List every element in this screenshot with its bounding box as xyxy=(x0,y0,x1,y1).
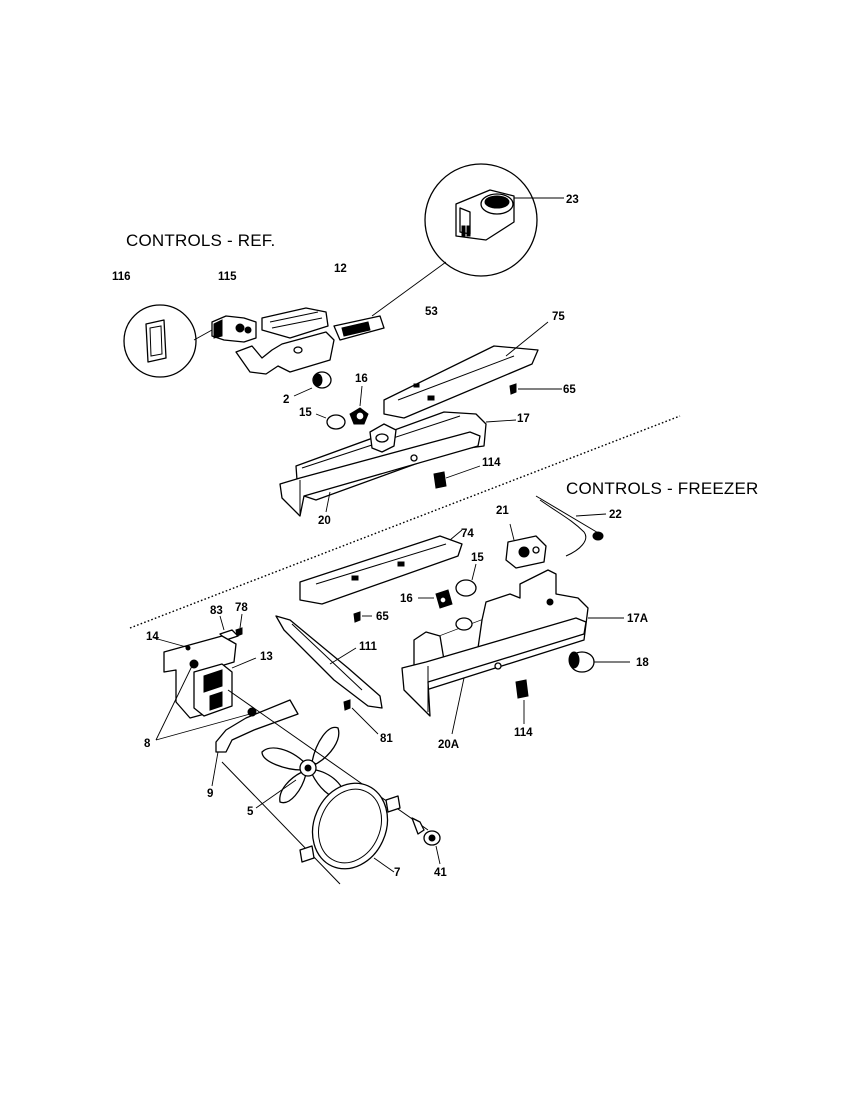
part-12-lower-bracket xyxy=(235,331,335,375)
callout-12: 12 xyxy=(334,263,347,275)
part-7-shroud xyxy=(299,782,401,873)
callout-9: 9 xyxy=(207,788,213,800)
part-15-bulb-ref xyxy=(315,413,346,430)
callout-7: 7 xyxy=(394,867,400,879)
part-23-detail xyxy=(371,163,564,317)
part-78-screw xyxy=(235,613,243,637)
part-15-bulb-freezer xyxy=(455,563,477,597)
part-53-switch xyxy=(333,315,385,341)
callout-13: 13 xyxy=(260,651,273,663)
callout-23: 23 xyxy=(566,194,579,206)
callout-114-ref: 114 xyxy=(482,457,501,469)
callout-17: 17 xyxy=(517,413,530,425)
callout-21: 21 xyxy=(496,505,509,517)
part-114-ref xyxy=(410,454,481,489)
callout-53: 53 xyxy=(425,306,438,318)
part-18-knob xyxy=(568,651,630,673)
callout-8: 8 xyxy=(144,738,151,750)
callout-14: 14 xyxy=(146,631,159,643)
callout-114-freezer: 114 xyxy=(514,727,533,739)
controls-ref-heading: CONTROLS - REF. xyxy=(126,231,275,250)
part-21-thermostat xyxy=(505,523,547,569)
callout-75: 75 xyxy=(552,311,565,323)
callout-labels: 116 115 12 53 23 75 65 16 2 15 17 114 20… xyxy=(112,194,649,879)
part-74-cover xyxy=(299,529,463,605)
part-12-housing xyxy=(261,307,329,339)
callout-65-ref: 65 xyxy=(563,384,576,396)
callout-5: 5 xyxy=(247,806,254,818)
callout-78: 78 xyxy=(235,602,248,614)
part-75-cover xyxy=(383,321,549,419)
callout-65-freezer: 65 xyxy=(376,611,389,623)
part-9-bracket xyxy=(211,699,299,787)
part-16-socket-freezer xyxy=(418,589,453,609)
part-22-capillary xyxy=(535,495,607,557)
callout-22: 22 xyxy=(609,509,622,521)
callout-41: 41 xyxy=(434,867,447,879)
callout-18: 18 xyxy=(636,657,649,669)
callout-16-freezer: 16 xyxy=(400,593,413,605)
part-116-detail xyxy=(123,304,213,378)
callout-116: 116 xyxy=(112,271,131,283)
callout-20: 20 xyxy=(318,515,331,527)
part-2-knob xyxy=(293,371,332,397)
section-divider xyxy=(129,415,681,629)
part-5-fan-blade xyxy=(255,726,344,809)
controls-freezer-heading: CONTROLS - FREEZER xyxy=(566,479,759,498)
part-13-motor xyxy=(193,657,257,717)
part-20a-lens xyxy=(401,617,587,735)
callout-74: 74 xyxy=(461,528,474,540)
screw-65-freezer xyxy=(353,611,372,623)
screw-65-ref xyxy=(509,383,562,395)
callout-111: 111 xyxy=(359,641,378,653)
callout-16-ref: 16 xyxy=(355,373,368,385)
callout-8-leaders xyxy=(155,665,251,741)
screw-81 xyxy=(343,699,379,735)
callout-15-ref: 15 xyxy=(299,407,312,419)
callout-81: 81 xyxy=(380,733,393,745)
part-20-lens xyxy=(279,431,481,517)
callout-20a: 20A xyxy=(438,739,459,751)
part-115-bracket xyxy=(211,315,257,343)
callout-83: 83 xyxy=(210,605,223,617)
callout-15-freezer: 15 xyxy=(471,552,484,564)
part-111-baffle xyxy=(275,615,383,709)
part-41-screw xyxy=(411,817,441,865)
callout-17a: 17A xyxy=(627,613,648,625)
part-16-socket-ref xyxy=(349,385,369,425)
callout-2: 2 xyxy=(283,394,289,406)
callout-115: 115 xyxy=(218,271,237,283)
part-114-freezer xyxy=(515,679,529,724)
